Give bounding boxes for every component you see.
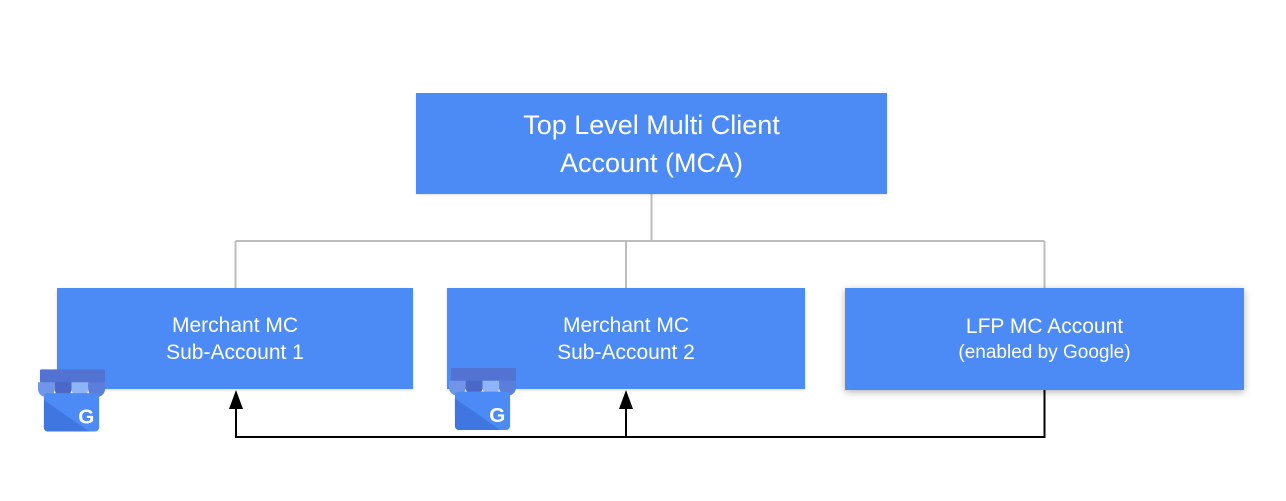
lfp-mc-account-box: LFP MC Account (enabled by Google) — [845, 288, 1244, 390]
box-label-line1: LFP MC Account — [965, 314, 1124, 338]
google-my-business-icon: G — [37, 369, 106, 432]
google-g-letter: G — [78, 406, 94, 429]
arrow-up-icon — [229, 390, 243, 409]
google-my-business-icon: G — [449, 367, 516, 431]
hierarchy-connector-lines — [234, 194, 1046, 288]
box-label-line1: Merchant MC — [171, 313, 299, 337]
top-level-mca-box: Top Level Multi Client Account (MCA) — [416, 93, 887, 194]
merchant-sub-account-1-box: Merchant MC Sub-Account 1 — [57, 288, 413, 389]
box-label-line1: Top Level Multi Client — [523, 109, 780, 140]
google-g-letter: G — [489, 404, 505, 427]
box-label-line2: Sub-Account 1 — [166, 340, 304, 364]
box-label-line2: (enabled by Google) — [958, 341, 1131, 363]
arrow-up-icon — [619, 390, 633, 409]
box-label-line1: Merchant MC — [562, 313, 690, 337]
box-label-line2: Sub-Account 2 — [557, 340, 695, 364]
box-label-line2: Account (MCA) — [559, 147, 744, 178]
lfp-feedback-line — [235, 390, 1046, 438]
